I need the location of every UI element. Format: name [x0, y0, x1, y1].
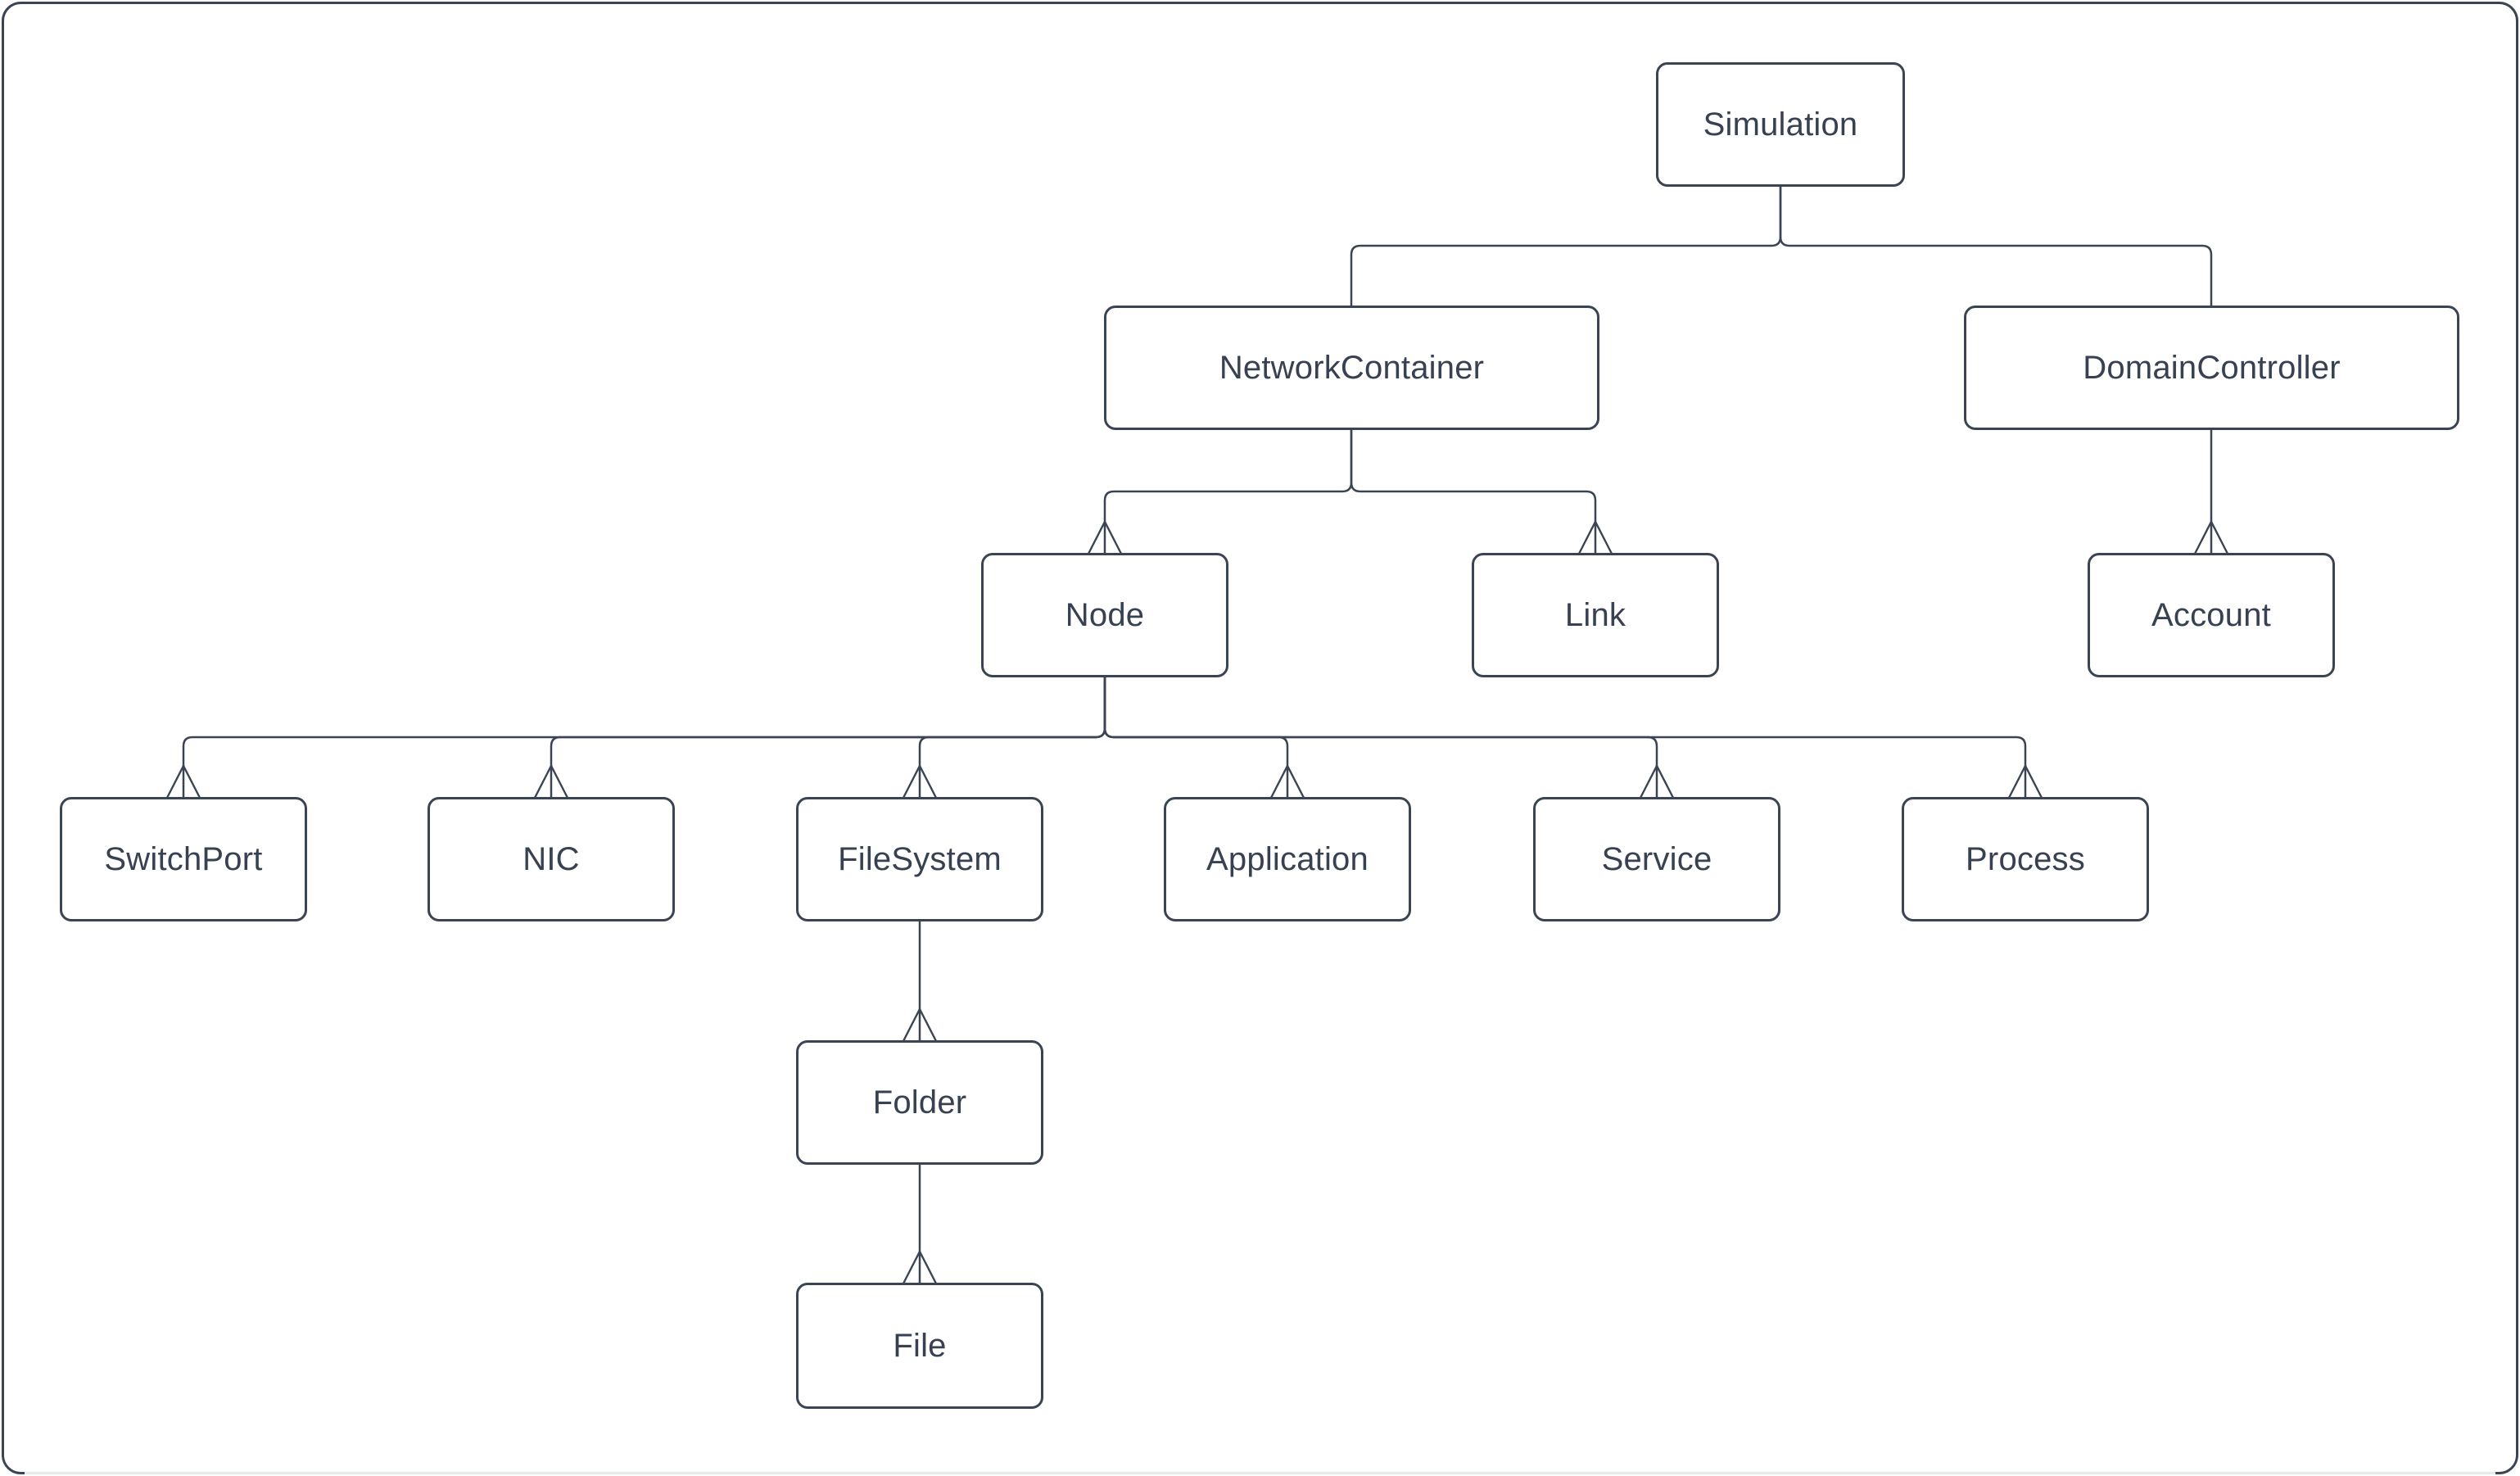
node-folder: Folder — [796, 1040, 1043, 1165]
arrowhead-node — [1087, 519, 1123, 555]
node-file-system-label: FileSystem — [838, 841, 1002, 877]
node-domain-controller: DomainController — [1964, 306, 2459, 430]
node-network-container-label: NetworkContainer — [1219, 350, 1485, 386]
edge-node-process — [1103, 677, 2027, 797]
node-switch-port-label: SwitchPort — [104, 841, 263, 877]
node-process-label: Process — [1966, 841, 2085, 877]
node-nic-label: NIC — [523, 841, 580, 877]
node-domain-controller-label: DomainController — [2083, 350, 2341, 386]
edge-simulation-domaincontroller — [1779, 187, 2213, 306]
node-link-label: Link — [1564, 597, 1626, 633]
arrowhead-process — [2007, 763, 2043, 799]
node-file-system: FileSystem — [796, 797, 1043, 921]
arrowhead-link — [1577, 519, 1613, 555]
node-file-label: File — [893, 1328, 947, 1364]
node-account-label: Account — [2151, 597, 2271, 633]
node-simulation-label: Simulation — [1703, 106, 1858, 143]
node-switch-port: SwitchPort — [60, 797, 307, 921]
node-service: Service — [1533, 797, 1780, 921]
edge-simulation-networkcontainer — [1350, 187, 1782, 306]
node-application: Application — [1164, 797, 1411, 921]
node-node-label: Node — [1065, 597, 1145, 633]
edge-networkcontainer-node — [1103, 430, 1353, 553]
node-process: Process — [1902, 797, 2149, 921]
arrowhead-account — [2193, 519, 2229, 555]
node-file: File — [796, 1283, 1043, 1409]
arrowhead-application — [1269, 763, 1305, 799]
node-application-label: Application — [1206, 841, 1369, 877]
arrowhead-service — [1639, 763, 1675, 799]
edge-node-filesystem — [918, 677, 1106, 797]
arrowhead-nic — [533, 763, 569, 799]
node-folder-label: Folder — [872, 1084, 967, 1121]
arrowhead-folder — [902, 1007, 938, 1042]
node-account: Account — [2088, 553, 2335, 677]
node-network-container: NetworkContainer — [1104, 306, 1599, 430]
node-link: Link — [1472, 553, 1719, 677]
arrowhead-switchport — [165, 763, 201, 799]
node-service-label: Service — [1601, 841, 1712, 877]
node-simulation: Simulation — [1656, 62, 1905, 187]
edge-networkcontainer-link — [1350, 430, 1597, 553]
arrowhead-file — [902, 1249, 938, 1284]
node-nic: NIC — [428, 797, 675, 921]
arrowhead-filesystem — [902, 763, 938, 799]
node-node: Node — [981, 553, 1228, 677]
